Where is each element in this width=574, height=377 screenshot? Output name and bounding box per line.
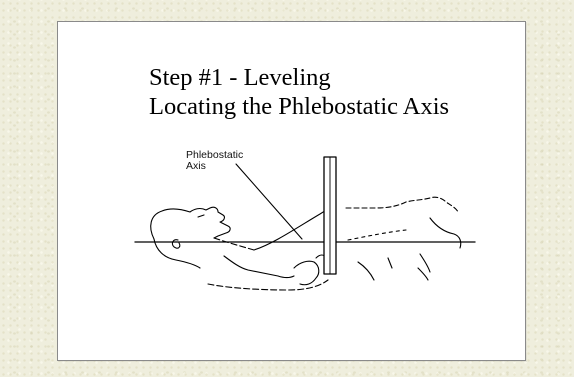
patient-illustration <box>134 156 476 291</box>
leg-ticks <box>357 257 393 281</box>
arm-outline <box>223 255 295 279</box>
torso-interior <box>347 229 407 241</box>
neck-line <box>213 237 255 251</box>
slide-title-line1: Step #1 - Leveling <box>149 64 331 91</box>
legs-outline <box>429 217 462 249</box>
chest-contour <box>253 206 335 251</box>
feet-outline <box>417 253 431 281</box>
head-outline <box>150 206 231 240</box>
pointer-line <box>235 163 303 240</box>
hand-outline <box>293 260 320 286</box>
ear <box>171 239 181 249</box>
slide-title-line2: Locating the Phlebostatic Axis <box>149 93 450 120</box>
eye <box>197 214 205 218</box>
phlebostatic-axis-label: Phlebostatic Axis <box>186 150 243 172</box>
body-underside <box>207 279 329 291</box>
head-back <box>153 238 201 269</box>
body-contour-top <box>345 196 459 213</box>
slide: Step #1 - Leveling Locating the Phlebost… <box>57 21 526 361</box>
label-line1: Phlebostatic <box>186 149 244 161</box>
label-line2: Axis <box>186 160 206 172</box>
